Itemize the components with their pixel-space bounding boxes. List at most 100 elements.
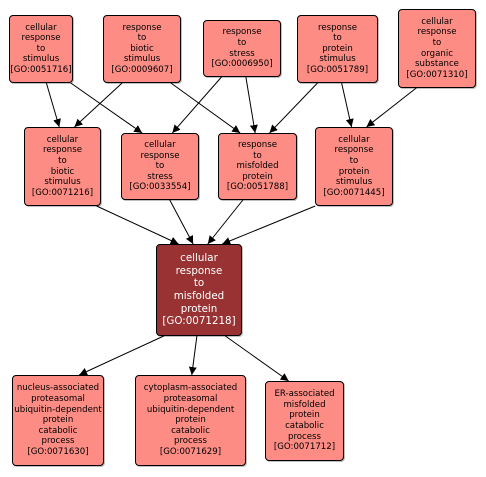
- go-term-label-line: [GO:0071630]: [27, 446, 89, 457]
- go-term-label-line: proteasomal: [31, 394, 85, 405]
- go-term-label-line: cytoplasm-associated: [143, 383, 238, 394]
- go-term-label-line: organic: [421, 48, 453, 59]
- go-term-label-line: [GO:0071310]: [406, 69, 468, 80]
- go-term-label-line: stimulus: [319, 54, 356, 65]
- go-term-label-line: to: [333, 33, 342, 44]
- go-term-label-line: response: [140, 150, 180, 161]
- is-a-edge: [171, 76, 222, 134]
- go-term-label-line: to: [155, 161, 165, 172]
- go-term-label-line: [GO:0071218]: [162, 315, 236, 328]
- go-term-label-line: protein: [242, 171, 273, 182]
- go-term-label-line: to: [237, 37, 247, 48]
- is-a-edge: [245, 76, 258, 134]
- go-term-label-line: stress: [229, 48, 255, 59]
- go-term-label-line: process: [287, 431, 322, 442]
- is-a-edge: [74, 82, 123, 128]
- go-term-label-line: cellular: [338, 134, 370, 145]
- go-term-label-line: misfolded: [236, 161, 279, 172]
- go-term-label-line: protein: [42, 415, 74, 426]
- go-term-label-line: [GO:0051716]: [10, 64, 72, 75]
- is-a-edge: [207, 199, 244, 245]
- go-term-label-line: cellular: [25, 22, 57, 33]
- go-term-label-line: response: [317, 22, 358, 33]
- go-term-label-line: [GO:0071629]: [159, 446, 222, 457]
- go-term-label-line: [GO:0009607]: [111, 64, 173, 75]
- is-a-edge: [222, 205, 316, 245]
- go-term-label-line: ubiquitin-dependent: [14, 404, 102, 415]
- is-a-edge: [170, 82, 241, 134]
- go-term-label-line: to: [432, 37, 442, 48]
- is-a-edge: [366, 87, 417, 128]
- go-term-label-line: biotic: [130, 43, 154, 54]
- go-term-label-line: stimulus: [44, 177, 81, 188]
- go-term-label-line: stimulus: [335, 177, 373, 188]
- go-term-label-line: cellular: [421, 16, 453, 27]
- go-term-label-line: protein: [175, 415, 206, 426]
- go-term-label-line: to: [253, 150, 262, 161]
- go-term-label-line: proteasomal: [163, 394, 218, 405]
- go-term-label-line: process: [173, 436, 208, 447]
- go-term-label-line: cellular: [180, 252, 218, 265]
- go-term-label-line: to: [349, 155, 359, 166]
- go-term-label-line: protein: [180, 302, 218, 315]
- is-a-edge: [169, 199, 194, 245]
- go-term-label-line: misfolded: [283, 399, 326, 410]
- go-term-label-line: to: [36, 43, 46, 54]
- go-term-label-line: response: [334, 145, 374, 156]
- go-term-label-line: misfolded: [173, 290, 225, 302]
- go-term-label-line: response: [237, 140, 278, 151]
- is-a-edge: [78, 335, 164, 376]
- go-term-label-line: stress: [147, 171, 173, 182]
- go-term-label-line: to: [137, 33, 147, 44]
- go-term-label-line: protein: [289, 410, 320, 421]
- go-term-label-line: stimulus: [22, 54, 60, 65]
- go-term-label-line: response: [417, 27, 457, 38]
- go-term-label-line: biotic: [50, 166, 75, 177]
- go-term-label-line: [GO:0071216]: [31, 187, 94, 198]
- go-term-label-line: protein: [322, 43, 353, 54]
- go-term-label-line: catabolic: [285, 421, 324, 431]
- is-a-edge: [45, 82, 61, 128]
- go-term-label-line: response: [21, 33, 61, 44]
- go-term-label-line: [GO:0051789]: [306, 64, 369, 75]
- is-a-edge: [225, 335, 289, 382]
- go-term-label-line: response: [222, 27, 262, 38]
- go-term-label-line: process: [41, 436, 75, 447]
- go-term-label-line: response: [175, 264, 223, 277]
- go-term-label-line: [GO:0071712]: [273, 442, 336, 453]
- is-a-edge: [269, 82, 318, 134]
- go-term-label-line: [GO:0051788]: [226, 182, 289, 193]
- is-a-edge: [188, 335, 198, 376]
- go-term-label-line: to: [193, 277, 205, 290]
- is-a-edge: [70, 82, 143, 134]
- go-term-label-line: stimulus: [123, 54, 161, 65]
- go-term-label-line: substance: [415, 59, 459, 70]
- go-term-label-line: catabolic: [171, 425, 210, 436]
- go-term-label-line: ubiquitin-dependent: [146, 404, 235, 415]
- go-term-label-line: response: [42, 145, 83, 156]
- go-term-label-line: ER-associated: [274, 389, 335, 400]
- go-term-label-line: nucleus-associated: [16, 383, 100, 394]
- go-term-label-line: [GO:0071445]: [323, 187, 385, 198]
- go-term-label-line: [GO:0006950]: [211, 59, 273, 70]
- go-term-label-line: protein: [338, 166, 370, 177]
- go-term-label-line: response: [122, 22, 162, 33]
- go-term-label-line: to: [58, 155, 67, 166]
- is-a-edge: [341, 82, 354, 128]
- is-a-edge: [96, 205, 179, 245]
